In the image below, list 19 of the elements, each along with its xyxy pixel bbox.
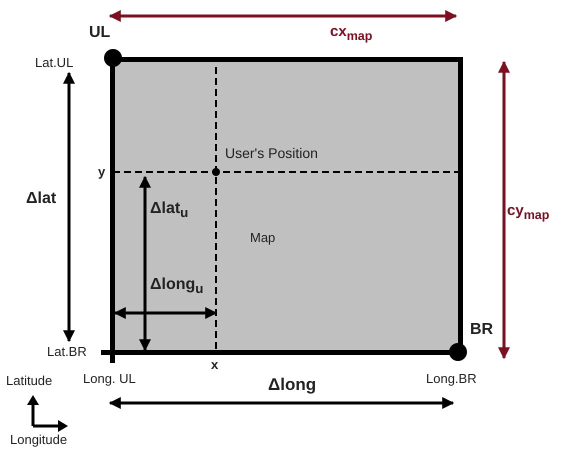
coordinate-label: Lat.UL (35, 56, 74, 70)
corner-label: UL (89, 24, 110, 42)
axis-label: Latitude (6, 374, 52, 388)
coordinate-label: Lat.BR (47, 345, 87, 360)
map-area (110, 57, 463, 355)
dimension-label: Δlat$_{u}$ (150, 200, 188, 221)
dimension-label: cy$_{map}$ (507, 203, 550, 223)
dimension-label: Δlong (268, 376, 316, 395)
axis-label: x (211, 358, 218, 372)
corner-label: BR (470, 321, 494, 339)
dimension-label: cx$_{map}$ (330, 24, 372, 44)
position-label: User's Position (225, 146, 318, 162)
dimension-label: Δlat (26, 190, 56, 208)
map-label: Map (250, 230, 276, 245)
coordinate-label: Long.BR (426, 372, 477, 386)
axis-label: Longitude (10, 433, 68, 448)
dimension-label: Δlong$_{u}$ (150, 276, 204, 297)
axis-label: y (98, 165, 106, 180)
coordinate-label: Long. UL (83, 372, 136, 386)
